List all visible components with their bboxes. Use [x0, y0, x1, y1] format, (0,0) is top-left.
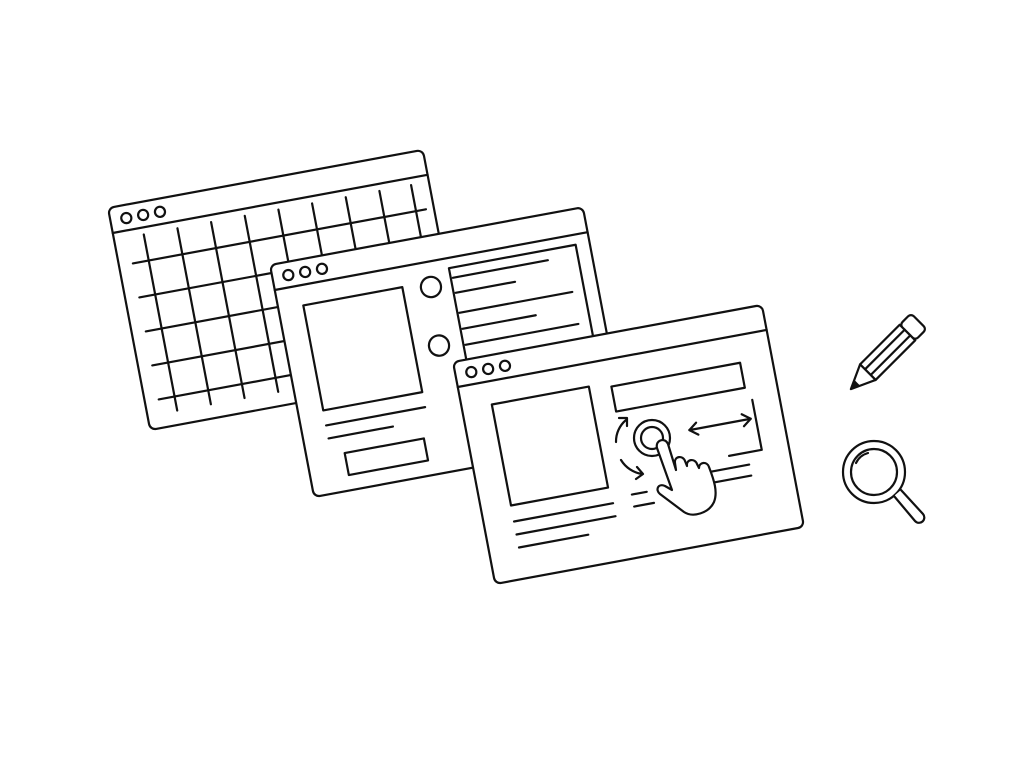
interaction-window [453, 305, 804, 584]
double-arrow-icon [688, 413, 752, 436]
avatar-placeholder [419, 275, 443, 299]
window-controls-icon [282, 263, 327, 281]
text-lines [303, 257, 591, 438]
image-placeholder [492, 387, 608, 506]
pencil-icon [843, 313, 926, 396]
window-controls-icon [465, 360, 510, 378]
magnifier-icon [843, 441, 924, 523]
image-placeholder [303, 287, 422, 410]
button-placeholder [345, 438, 428, 475]
header-bar-placeholder [611, 363, 744, 412]
avatar-placeholder [427, 334, 451, 358]
rotate-arrows-icon [616, 418, 643, 479]
text-lines [512, 465, 757, 548]
window-controls-icon [120, 206, 165, 224]
panel-outline [720, 400, 762, 456]
title-bar-divider [113, 175, 428, 233]
hand-pointer-icon [657, 440, 716, 514]
